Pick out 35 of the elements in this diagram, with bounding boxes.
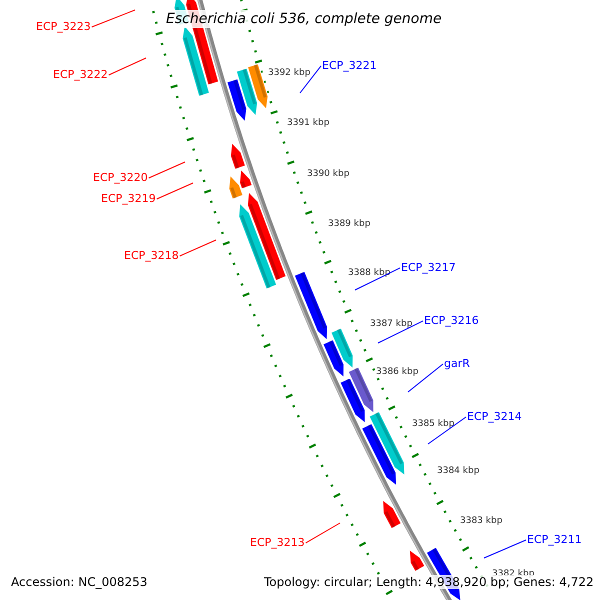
gene-label: ECP_3221 bbox=[322, 59, 377, 73]
leader-line bbox=[305, 522, 340, 544]
leader-line bbox=[108, 58, 146, 76]
leader-line bbox=[300, 65, 322, 94]
gene-label: ECP_3214 bbox=[467, 410, 522, 424]
leader-line bbox=[179, 240, 216, 256]
scale-label: 3383 kbp bbox=[460, 516, 502, 526]
gene-label: ECP_3211 bbox=[527, 533, 582, 547]
scale-label: 3387 kbp bbox=[370, 318, 412, 330]
gene-label: ECP_3222 bbox=[53, 68, 108, 82]
gene-label: ECP_3217 bbox=[401, 261, 456, 275]
leader-line bbox=[156, 182, 194, 200]
scale-label: 3385 kbp bbox=[412, 418, 454, 430]
gene-label: ECP_3220 bbox=[93, 171, 148, 185]
gene-label: ECP_3216 bbox=[424, 314, 479, 328]
leader-line bbox=[148, 162, 186, 178]
scale-label: 3392 kbp bbox=[268, 68, 310, 78]
scale-label: 3388 kbp bbox=[348, 268, 390, 278]
gene-label: ECP_3213 bbox=[250, 536, 305, 550]
scale-label: 3390 kbp bbox=[307, 168, 350, 180]
scale-label: 3386 kbp bbox=[376, 366, 418, 378]
gene-label: ECP_3223 bbox=[36, 20, 91, 34]
scale-label: 3391 kbp bbox=[287, 118, 330, 128]
scale-label: 3389 kbp bbox=[328, 218, 370, 230]
scale-label: 3384 kbp bbox=[437, 466, 480, 476]
leader-line bbox=[354, 267, 400, 290]
gene-label: garR bbox=[444, 357, 470, 371]
leader-line bbox=[484, 539, 526, 558]
leader-line bbox=[428, 416, 466, 444]
gene-label: ECP_3218 bbox=[124, 249, 179, 263]
leader-line bbox=[91, 10, 136, 28]
leader-line bbox=[408, 363, 444, 392]
leader-line bbox=[378, 320, 424, 344]
gene-label: ECP_3219 bbox=[101, 192, 156, 206]
accession-text: Accession: NC_008253 bbox=[9, 574, 150, 590]
